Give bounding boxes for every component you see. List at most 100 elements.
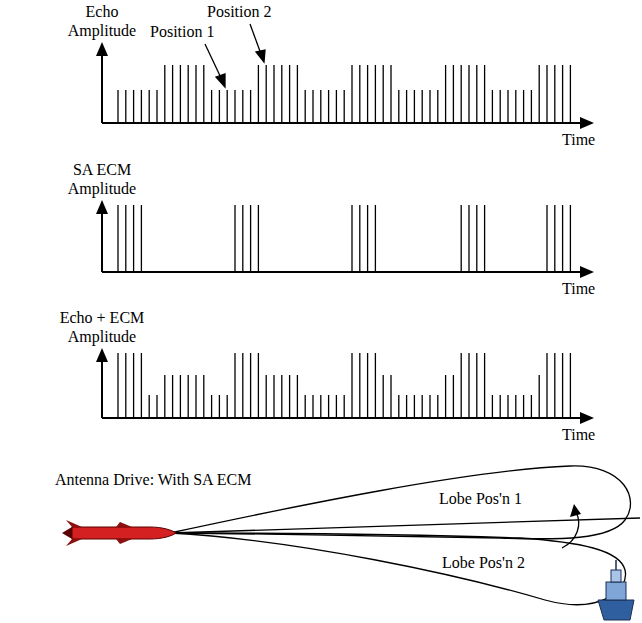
pulse [141, 90, 142, 123]
annotation-label: Position 2 [207, 2, 271, 21]
pulse [359, 205, 360, 272]
missile-fin [66, 520, 82, 527]
pulse [515, 395, 516, 418]
pulse [125, 353, 126, 418]
arrowheads [96, 42, 594, 424]
pulse [539, 65, 540, 123]
pulse [414, 395, 415, 418]
pulse [234, 353, 235, 418]
pulse [344, 90, 345, 123]
arrowhead [256, 50, 265, 62]
pulse [312, 395, 313, 418]
pulse [546, 65, 547, 123]
pulse [351, 65, 352, 123]
pulse [149, 90, 150, 123]
pulse [484, 353, 485, 418]
pulse [422, 395, 423, 418]
lobe-outline [170, 533, 626, 605]
axes [102, 48, 585, 418]
pulse [203, 65, 204, 123]
pulse [258, 65, 259, 123]
pulse [242, 353, 243, 418]
annotation-label: Position 1 [150, 22, 214, 41]
pulse [227, 90, 228, 123]
ship-mast [615, 560, 617, 570]
pulse [141, 205, 142, 272]
annotation-label: Lobe Pos'n 1 [437, 489, 524, 508]
axis-line [101, 206, 103, 272]
ship-bridge [611, 570, 621, 582]
pulse [515, 90, 516, 123]
missile-tail [62, 527, 72, 539]
missile-wing [116, 522, 132, 527]
pulse [539, 375, 540, 418]
pulse [188, 65, 189, 123]
boresight-line [170, 518, 640, 533]
pulse [383, 375, 384, 418]
pulse [141, 353, 142, 418]
pulse [531, 90, 532, 123]
pulse [523, 395, 524, 418]
pulse [461, 205, 462, 272]
arrowhead [96, 348, 108, 362]
pulse [437, 90, 438, 123]
pulse [297, 65, 298, 123]
pulse [133, 205, 134, 272]
pulse [523, 90, 524, 123]
pulse [289, 65, 290, 123]
pulse [507, 395, 508, 418]
missile-fin [66, 539, 82, 546]
pulse [398, 90, 399, 123]
pulse [203, 375, 204, 418]
arrowhead [570, 504, 581, 517]
pointer-line [250, 24, 261, 54]
pulse [570, 205, 571, 272]
pulse [273, 375, 274, 418]
pulse [554, 353, 555, 418]
pulse [336, 90, 337, 123]
pulse [164, 375, 165, 418]
pulse [406, 395, 407, 418]
pulse [359, 353, 360, 418]
pulse [250, 205, 251, 272]
axis-line [101, 48, 103, 123]
pulse [468, 65, 469, 123]
pulse [383, 65, 384, 123]
pulse [211, 90, 212, 123]
pulse [211, 395, 212, 418]
pulse [258, 353, 259, 418]
pulse [351, 353, 352, 418]
pulse [195, 375, 196, 418]
pulse [461, 65, 462, 123]
pulse [320, 90, 321, 123]
pulse [375, 353, 376, 418]
annotation-label: Time [562, 130, 595, 149]
missile [62, 520, 176, 546]
axis-line [101, 354, 103, 418]
pulse [367, 353, 368, 418]
pulse [414, 90, 415, 123]
pulse [375, 205, 376, 272]
arrowhead [216, 74, 225, 87]
pulse [164, 65, 165, 123]
pulse [242, 90, 243, 123]
pulse [453, 65, 454, 123]
pulse [195, 65, 196, 123]
pulse [484, 205, 485, 272]
pulse [312, 90, 313, 123]
pulse [500, 90, 501, 123]
pulse [570, 353, 571, 418]
pulse [219, 395, 220, 418]
pulse [242, 205, 243, 272]
pulse [344, 395, 345, 418]
pulse [305, 395, 306, 418]
pulse [117, 90, 118, 123]
pulse [328, 395, 329, 418]
pulse [484, 65, 485, 123]
pulse [375, 65, 376, 123]
pulse [188, 375, 189, 418]
pulse [554, 205, 555, 272]
pulse [117, 205, 118, 272]
pulse [258, 205, 259, 272]
ship-hull [598, 600, 634, 620]
